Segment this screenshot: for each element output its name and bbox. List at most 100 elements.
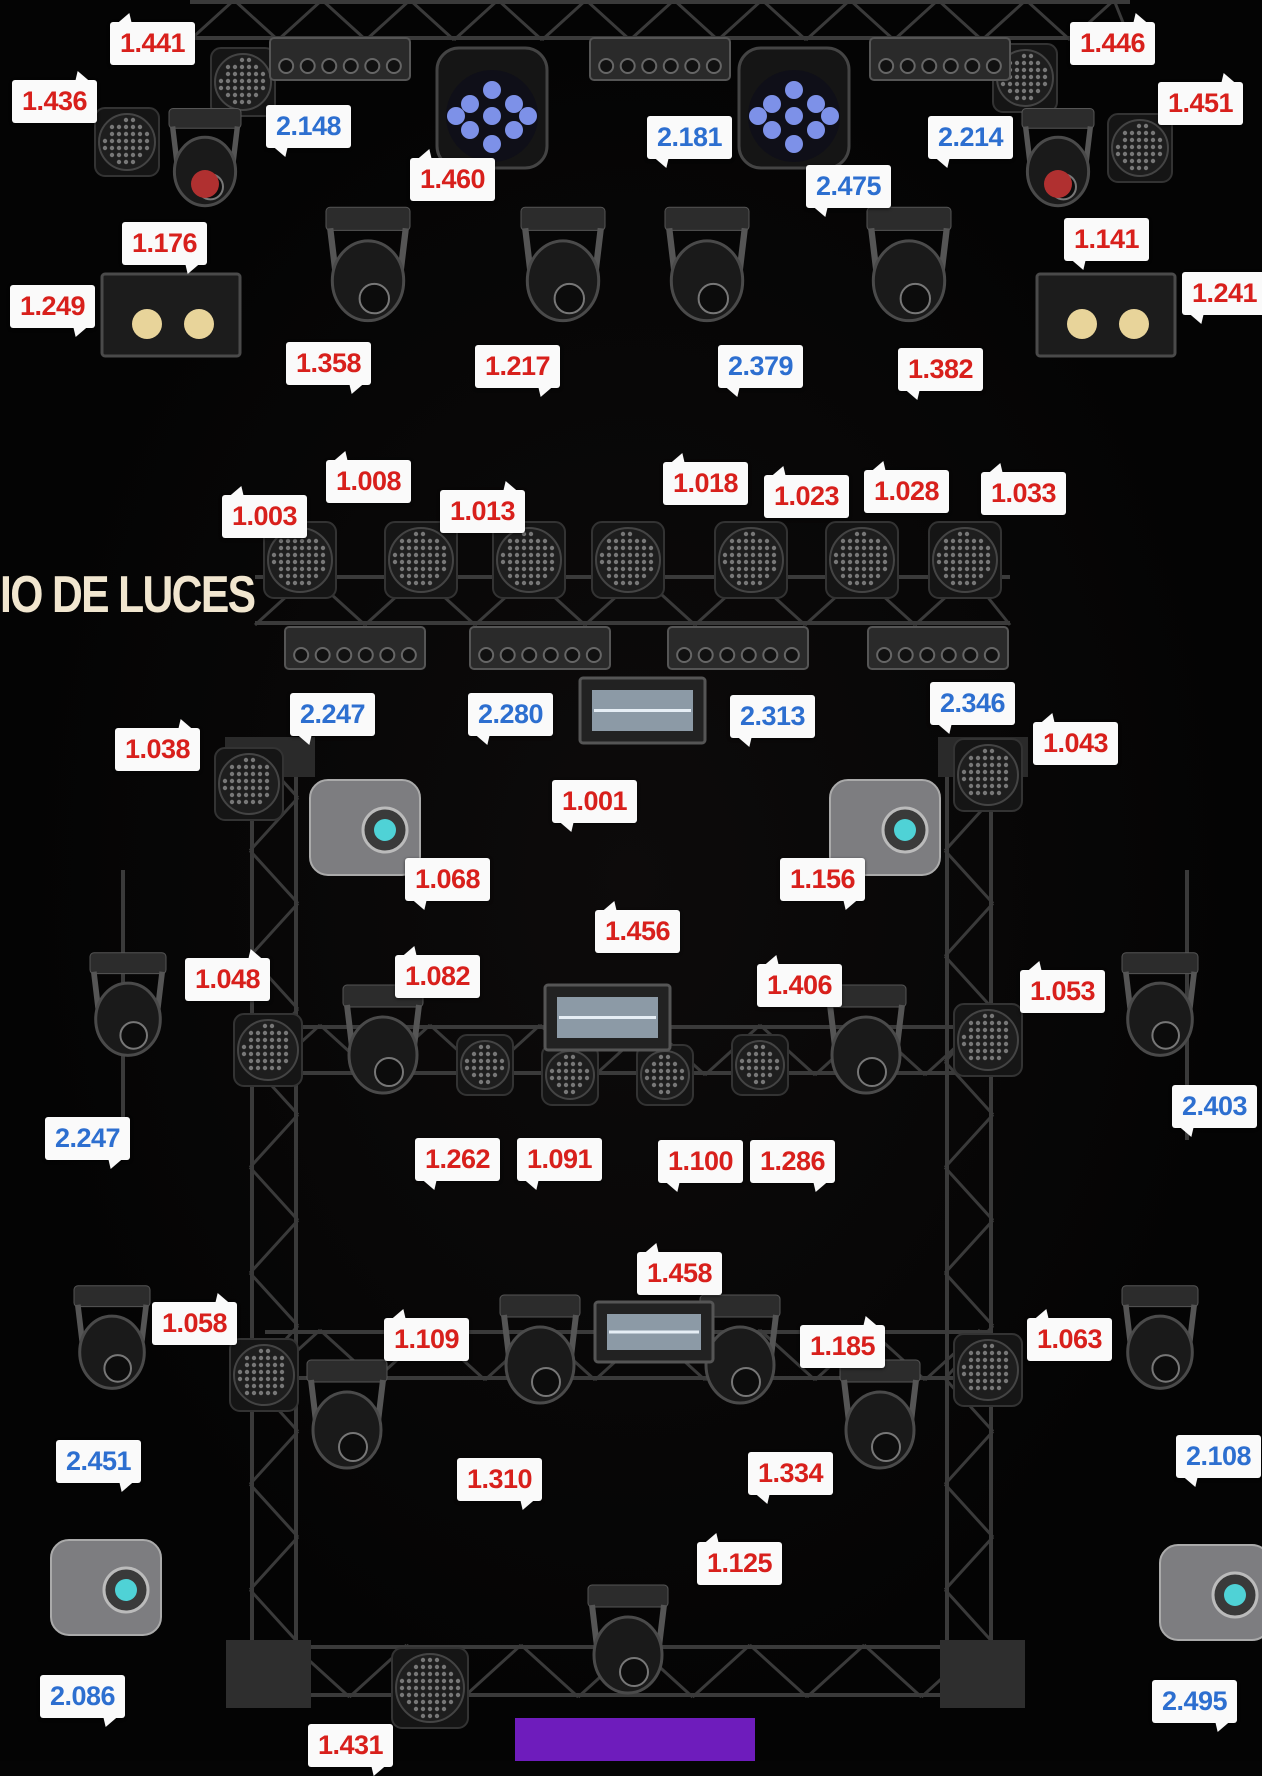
par-led <box>958 560 962 564</box>
par-led <box>841 560 845 564</box>
par-led <box>536 560 540 564</box>
mover-base <box>90 953 166 974</box>
par-led <box>407 1672 411 1676</box>
mover-base <box>169 109 241 129</box>
par-led <box>256 1038 260 1042</box>
par-led <box>1137 124 1141 128</box>
par-led <box>293 581 297 585</box>
par-led <box>442 1686 446 1690</box>
par-led <box>628 567 632 571</box>
par-led <box>1043 82 1047 86</box>
par-led <box>621 567 625 571</box>
par-led <box>758 546 762 550</box>
par-led <box>240 65 244 69</box>
channel-label: 1.053 <box>1020 970 1105 1013</box>
par-led <box>124 139 128 143</box>
par-led <box>958 539 962 543</box>
par-led <box>529 567 533 571</box>
par-led <box>976 1386 980 1390</box>
par-led <box>944 567 948 571</box>
par-led <box>300 539 304 543</box>
par-led <box>550 546 554 550</box>
channel-label: 1.082 <box>395 955 480 998</box>
par-led <box>226 93 230 97</box>
par-led <box>442 1707 446 1711</box>
par-led <box>642 539 646 543</box>
bar-cell <box>544 648 558 662</box>
par-led <box>635 539 639 543</box>
par-led <box>965 532 969 536</box>
par-led <box>737 560 741 564</box>
mover-lens <box>532 1368 560 1396</box>
par-led <box>407 553 411 557</box>
par-led <box>976 756 980 760</box>
par-led <box>962 1042 966 1046</box>
par-led <box>242 1045 246 1049</box>
par-led <box>414 1679 418 1683</box>
par-led <box>247 58 251 62</box>
par-led <box>428 539 432 543</box>
par-led <box>321 560 325 564</box>
par-led <box>428 574 432 578</box>
par-led <box>841 574 845 578</box>
par-led <box>266 1384 270 1388</box>
par-led <box>284 1059 288 1063</box>
par-led <box>293 546 297 550</box>
par-led <box>958 567 962 571</box>
par-led <box>1137 159 1141 163</box>
par-led <box>493 1073 497 1077</box>
par-led <box>1022 75 1026 79</box>
par-led <box>233 65 237 69</box>
bar-cell <box>587 648 601 662</box>
par-can-icon <box>234 1014 302 1086</box>
channel-label: 1.249 <box>10 285 95 328</box>
par-led <box>635 574 639 578</box>
par-led <box>240 86 244 90</box>
par-led <box>1151 159 1155 163</box>
par-led <box>986 546 990 550</box>
par-led <box>649 567 653 571</box>
par-led <box>869 574 873 578</box>
par-led <box>272 560 276 564</box>
truss-chord <box>945 745 949 1650</box>
par-led <box>421 546 425 550</box>
mover-base <box>500 1295 580 1317</box>
par-led <box>280 1384 284 1388</box>
par-led <box>652 1069 656 1073</box>
par-led <box>251 765 255 769</box>
par-led <box>862 574 866 578</box>
par-led <box>117 139 121 143</box>
par-led <box>944 546 948 550</box>
par-can-icon <box>230 1339 298 1411</box>
par-led <box>124 132 128 136</box>
par-led <box>259 1349 263 1353</box>
par-led <box>219 86 223 90</box>
par-led <box>659 1055 663 1059</box>
par-led <box>869 553 873 557</box>
par-led <box>997 763 1001 767</box>
mover-base <box>326 207 410 230</box>
par-led <box>314 574 318 578</box>
par-led <box>247 86 251 90</box>
par-led <box>265 793 269 797</box>
par-led <box>962 1035 966 1039</box>
par-led <box>400 1693 404 1697</box>
par-led <box>536 546 540 550</box>
par-led <box>1029 89 1033 93</box>
channel-label: 2.086 <box>40 1675 125 1718</box>
par-led <box>607 539 611 543</box>
par-led <box>747 1066 751 1070</box>
channel-label: 2.181 <box>647 116 732 159</box>
moving-head-icon <box>326 207 410 320</box>
mover-lens <box>360 284 389 313</box>
par-led <box>744 560 748 564</box>
top-truss <box>190 0 1130 40</box>
par-led <box>293 574 297 578</box>
par-led <box>252 1356 256 1360</box>
par-led <box>972 581 976 585</box>
par-led <box>244 786 248 790</box>
par-led <box>400 539 404 543</box>
par-led <box>414 546 418 550</box>
par-led <box>251 786 255 790</box>
base-plate <box>940 1640 1025 1708</box>
